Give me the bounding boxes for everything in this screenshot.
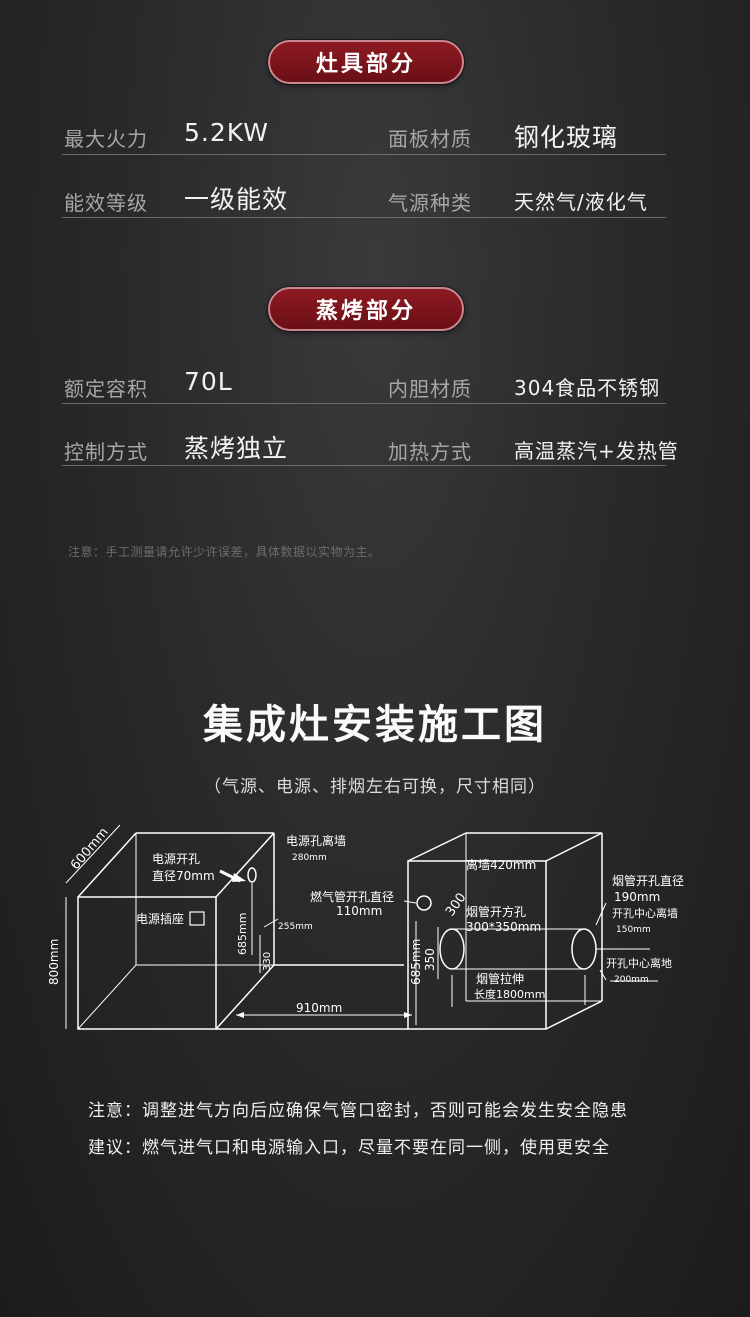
- install-subtitle: （气源、电源、排烟左右可换，尺寸相同）: [204, 777, 546, 797]
- depth-label: 600mm: [68, 825, 112, 873]
- spec-label: 最大火力: [64, 127, 148, 151]
- install-note-2: 建议：燃气进气口和电源输入口，尽量不要在同一侧，使用更安全: [88, 1138, 610, 1158]
- spec-label: 加热方式: [388, 440, 472, 464]
- width-910-label: 910mm: [296, 1001, 342, 1015]
- gas-pipe-hole-label: 燃气管开孔直径: [310, 889, 394, 904]
- spec-label: 内胆材质: [388, 377, 472, 401]
- left-cabinet-outline: [77, 832, 275, 1030]
- spec-value: 蒸烤独立: [184, 434, 289, 463]
- height-label: 800mm: [47, 939, 61, 985]
- hole-center-floor-value: 200mm: [614, 975, 649, 985]
- power-wall-value: 280mm: [292, 853, 327, 863]
- left-685-label: 685mm: [236, 913, 249, 955]
- flue-stretch-length: 长度1800mm: [474, 987, 545, 1001]
- hole-center-wall-value: 150mm: [616, 925, 651, 935]
- gas-pipe-hole-value: 110mm: [336, 904, 382, 918]
- stove-section-title: 灶具部分: [268, 40, 464, 84]
- row-divider: [62, 465, 666, 466]
- spec-label: 面板材质: [388, 127, 472, 151]
- install-note-1: 注意：调整进气方向后应确保气管口密封，否则可能会发生安全隐患: [88, 1101, 628, 1121]
- power-socket-label: 电源插座: [136, 911, 184, 926]
- h255-label: 255mm: [278, 922, 313, 932]
- spec-value: 钢化玻璃: [514, 123, 619, 152]
- spec-label: 气源种类: [388, 191, 472, 215]
- flue-hole-size: 300*350mm: [466, 920, 541, 934]
- spec-value: 70L: [184, 367, 233, 396]
- row-divider: [62, 154, 666, 155]
- wall-420-label: 离墙420mm: [466, 857, 536, 872]
- spec-value: 一级能效: [184, 185, 289, 214]
- flue-stretch-label: 烟管拉伸: [476, 971, 524, 986]
- spec-value: 天然气/液化气: [514, 190, 648, 214]
- hole-center-floor-label: 开孔中心离地: [606, 956, 672, 970]
- spec-label: 额定容积: [64, 377, 148, 401]
- installation-diagram: 600mm 800mm 电源开孔 直径70mm 电源插座 电源孔离墙 280mm…: [47, 824, 684, 1030]
- install-title: 集成灶安装施工图: [203, 702, 547, 748]
- spec-label: 控制方式: [64, 440, 148, 464]
- measure-note: 注意：手工测量请允许少许误差，具体数据以实物为主。: [68, 545, 381, 559]
- hole-center-wall-label: 开孔中心离墙: [612, 906, 678, 920]
- oven-section-title: 蒸烤部分: [268, 287, 464, 331]
- h330-label: 330: [262, 952, 273, 971]
- spec-value: 高温蒸汽+发热管: [514, 439, 679, 463]
- right-685-label: 685mm: [409, 939, 423, 985]
- row-divider: [62, 403, 666, 404]
- spec-value: 5.2KW: [184, 118, 269, 147]
- power-hole-label: 电源开孔: [152, 852, 200, 866]
- h350-label: 350: [423, 948, 437, 971]
- flue-dia-value: 190mm: [614, 890, 660, 904]
- spec-value: 304食品不锈钢: [514, 376, 661, 400]
- power-hole-dia-label: 直径70mm: [152, 869, 215, 883]
- power-wall-label: 电源孔离墙: [286, 833, 346, 848]
- flue-hole-label: 烟管开方孔: [466, 904, 526, 919]
- spec-label: 能效等级: [64, 191, 148, 215]
- flue-dia-label: 烟管开孔直径: [612, 873, 684, 888]
- row-divider: [62, 217, 666, 218]
